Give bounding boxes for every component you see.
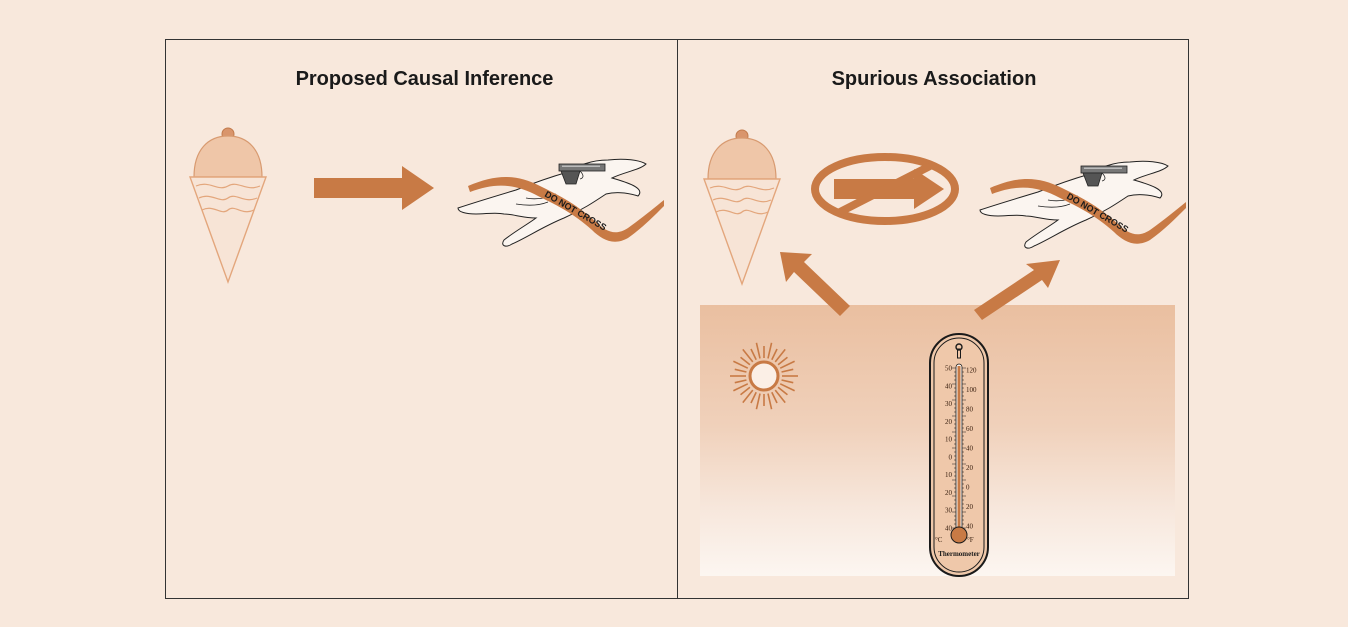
- fahrenheit-tick-label: 120: [966, 367, 977, 375]
- sun-icon: [728, 340, 800, 412]
- celsius-tick-label: 30: [945, 507, 953, 515]
- sun-ray: [735, 369, 747, 372]
- celsius-tick-label: 20: [945, 418, 953, 426]
- heat-to-ice-cream-arrow: [774, 246, 856, 318]
- crime-scene-hand-gun-icon: DO NOT CROSS: [456, 152, 666, 252]
- crime-scene-hand-gun-icon: DO NOT CROSS: [978, 154, 1188, 254]
- fahrenheit-tick-label: 100: [966, 386, 977, 394]
- fahrenheit-tick-label: 20: [966, 464, 974, 472]
- panel-spurious-association: Spurious Association: [678, 40, 1188, 598]
- sun-ray: [741, 387, 750, 394]
- heat-to-crime-arrow: [968, 254, 1068, 320]
- ice-cream-cone-icon: [702, 124, 782, 286]
- sun-ray: [778, 387, 787, 394]
- sun-ray: [782, 380, 794, 383]
- fahrenheit-tick-label: 0: [966, 484, 970, 492]
- sun-ray: [772, 392, 777, 403]
- ice-cream-cone-icon: [188, 122, 268, 284]
- right-arrow-icon: [314, 166, 436, 210]
- sun-ray: [751, 349, 756, 360]
- sun-ray: [768, 394, 772, 410]
- celsius-tick-label: 50: [945, 365, 953, 373]
- panel-proposed-causal-inference: Proposed Causal Inference: [166, 40, 677, 598]
- panel-title: Spurious Association: [679, 68, 1189, 91]
- sun-ray: [772, 349, 777, 360]
- celsius-tick-label: 20: [945, 489, 953, 497]
- sun-ray: [782, 369, 794, 372]
- sun-ray: [741, 357, 750, 364]
- sun-ray: [768, 343, 772, 359]
- sun-ray: [751, 392, 756, 403]
- fahrenheit-tick-label: 40: [966, 445, 974, 453]
- celsius-tick-label: 30: [945, 400, 953, 408]
- celsius-tick-label: 10: [945, 471, 953, 479]
- fahrenheit-tick-label: 20: [966, 503, 974, 511]
- figure: Proposed Causal Inference: [165, 39, 1189, 599]
- celsius-tick-label: 10: [945, 436, 953, 444]
- fahrenheit-tick-label: 80: [966, 406, 974, 414]
- sun-ray: [778, 357, 787, 364]
- fahrenheit-tick-label: 60: [966, 425, 974, 433]
- fahrenheit-tick-label: 40: [966, 523, 974, 531]
- celsius-tick-label: 0: [949, 453, 953, 461]
- panel-title: Proposed Causal Inference: [169, 68, 680, 91]
- celsius-tick-label: 40: [945, 382, 953, 390]
- celsius-tick-label: 40: [945, 525, 953, 533]
- sun-ray: [735, 380, 747, 383]
- fahrenheit-unit: °F: [967, 536, 974, 544]
- sun-ray: [756, 343, 760, 359]
- sun-ray: [756, 394, 760, 410]
- celsius-unit: °C: [935, 536, 943, 544]
- no-causation-icon: [810, 152, 960, 226]
- thermometer-caption: Thermometer: [938, 550, 980, 558]
